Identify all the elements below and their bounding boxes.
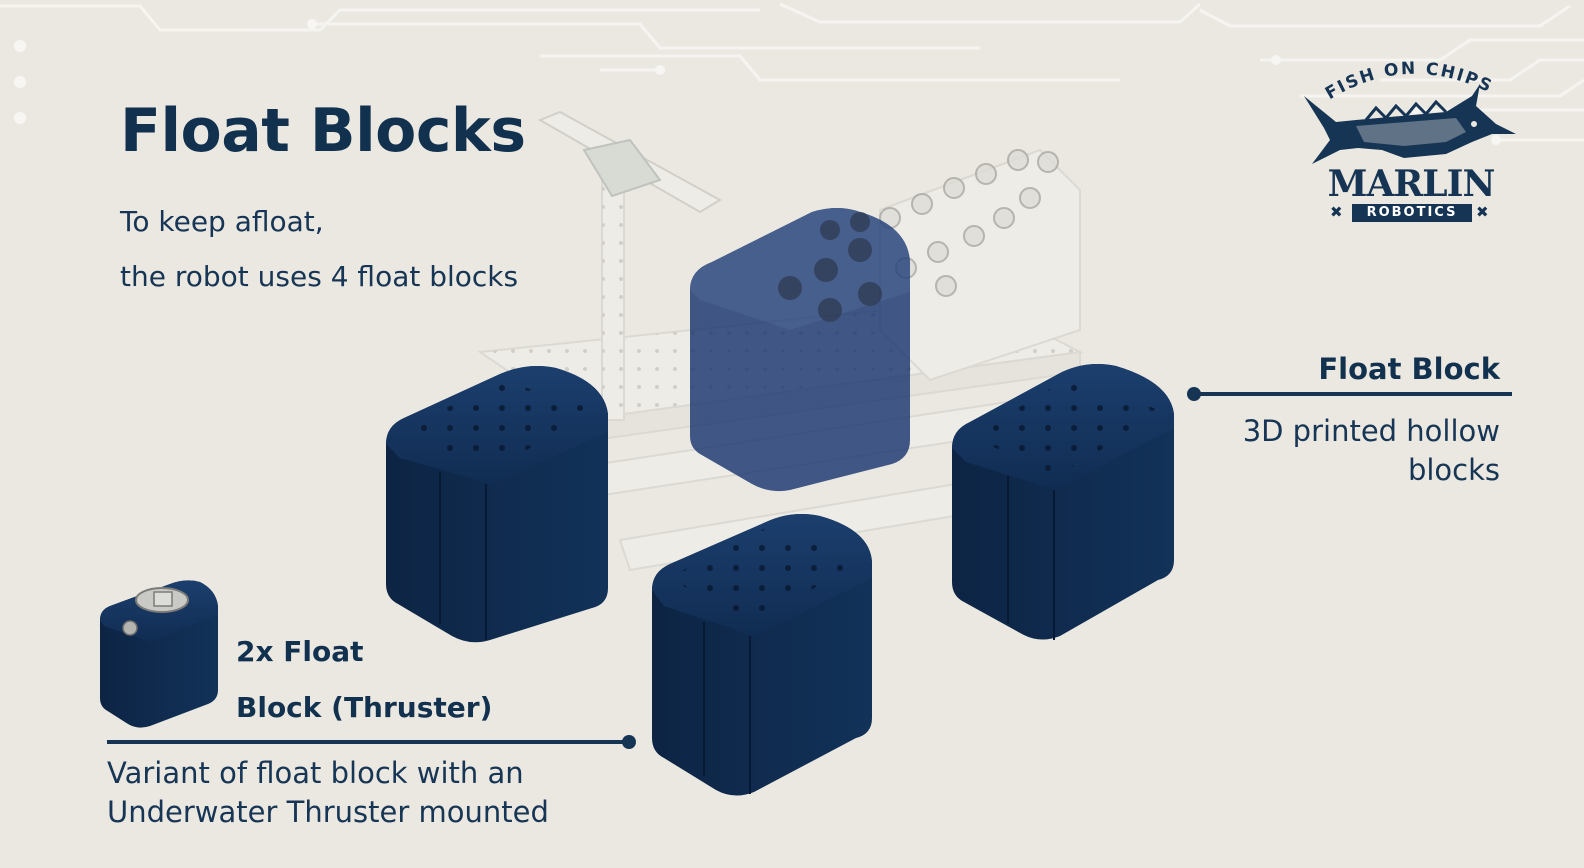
- logo-diamond-icon-right: ✖: [1476, 203, 1489, 221]
- thruster-block-callout-title: 2x Float Block (Thruster): [236, 624, 492, 736]
- thruster-desc-line-2: Underwater Thruster mounted: [107, 795, 549, 829]
- intro-line-2: the robot uses 4 float blocks: [120, 260, 519, 293]
- float-block-callout-title: Float Block: [1318, 352, 1500, 386]
- float-block-desc-line-2: blocks: [1407, 453, 1500, 487]
- thruster-block-callout-dot: [622, 735, 636, 749]
- slide-title: Float Blocks: [120, 96, 526, 166]
- thruster-block-callout-rule: [107, 740, 629, 744]
- thruster-block-callout-description: Variant of float block with an Underwate…: [107, 754, 549, 832]
- thruster-float-block-thumbnail: [100, 580, 218, 728]
- logo-banner: ROBOTICS: [1352, 204, 1472, 222]
- float-block-right: [952, 364, 1174, 640]
- marlin-fish-icon: FISH ON CHIPS: [1304, 59, 1516, 164]
- float-block-callout-rule: [1192, 392, 1512, 396]
- connector-glands: [879, 149, 1059, 297]
- thruster-desc-line-1: Variant of float block with an: [107, 756, 524, 790]
- thruster-title-line-1: 2x Float: [236, 635, 364, 668]
- circuit-trace-decoration: [0, 2, 1584, 142]
- marlin-robotics-logo: FISH ON CHIPS: [1296, 50, 1526, 230]
- svg-text:FISH ON CHIPS: FISH ON CHIPS: [1322, 59, 1496, 104]
- float-block-front: [652, 514, 872, 796]
- logo-diamond-icon-left: ✖: [1330, 203, 1343, 221]
- float-block-desc-line-1: 3D printed hollow: [1242, 414, 1500, 448]
- logo-name: MARLIN: [1327, 163, 1496, 205]
- intro-line-1: To keep afloat,: [120, 205, 324, 238]
- float-block-left: [386, 366, 608, 643]
- logo-arc-text: FISH ON CHIPS: [1322, 59, 1494, 104]
- float-block-center: [690, 208, 910, 492]
- thruster-title-line-2: Block (Thruster): [236, 691, 493, 724]
- float-block-callout-description: 3D printed hollow blocks: [1243, 412, 1500, 490]
- intro-text: To keep afloat, the robot uses 4 float b…: [120, 194, 518, 304]
